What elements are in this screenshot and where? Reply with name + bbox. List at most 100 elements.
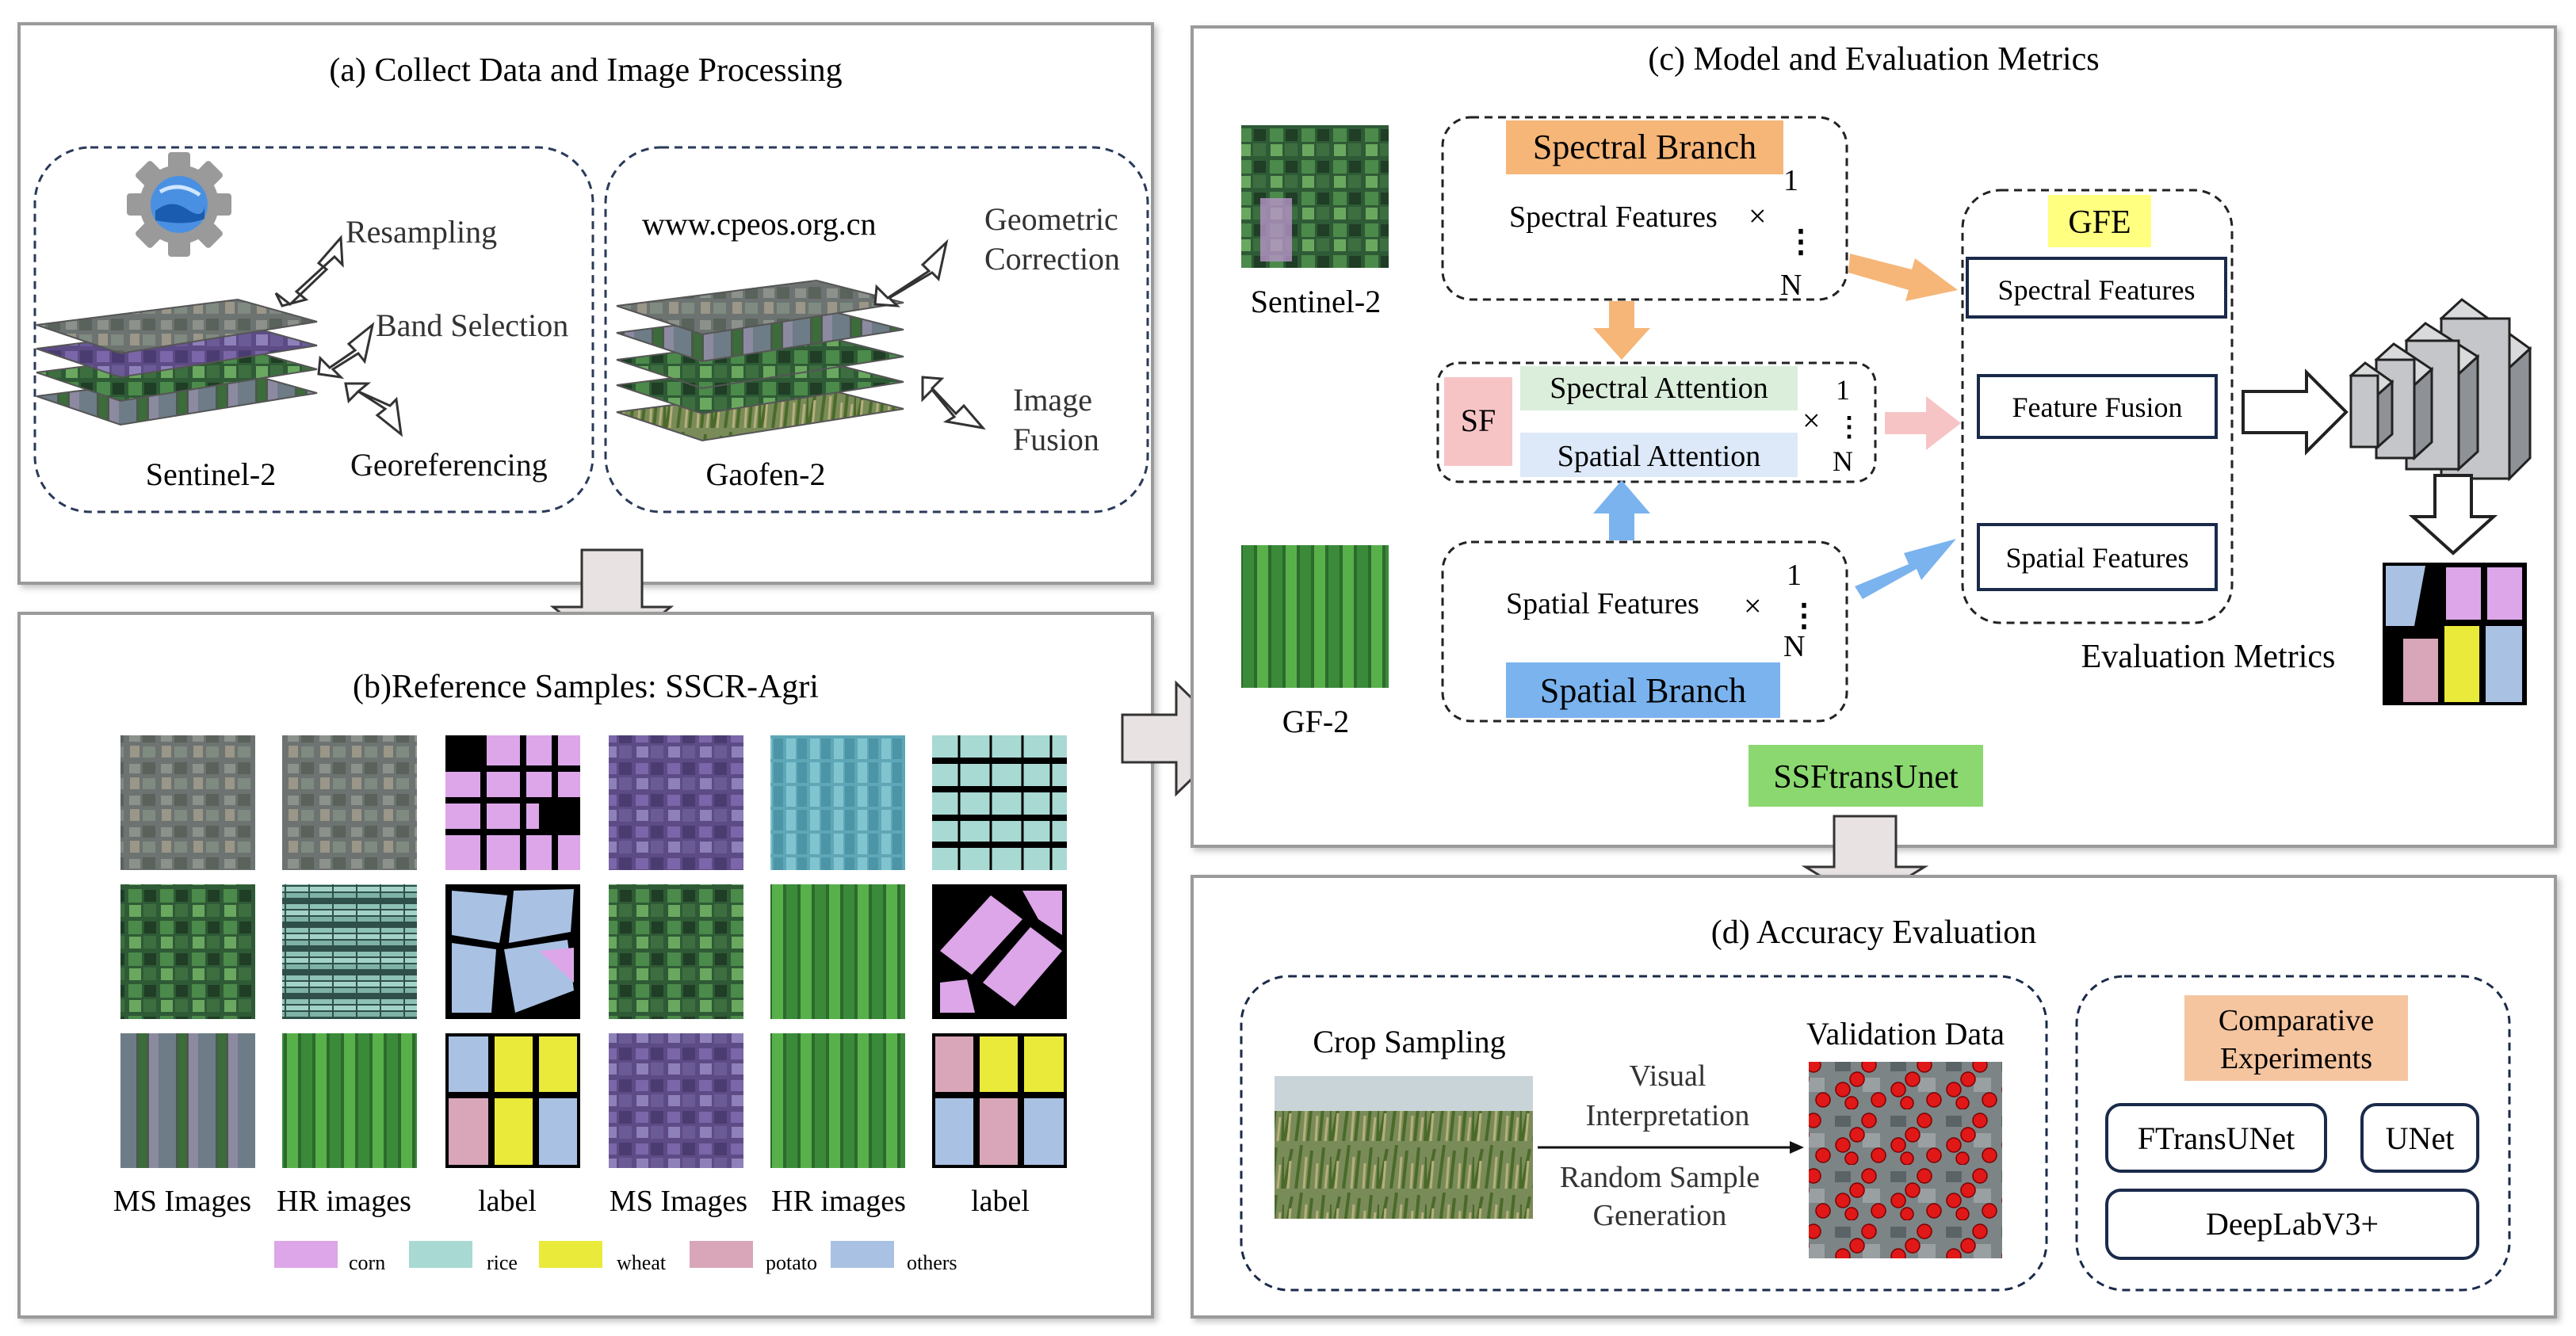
- georeferencing-step: Georeferencing: [350, 447, 548, 483]
- random-sample-line1: Random Sample: [1560, 1161, 1760, 1194]
- column-label-5: HR images: [771, 1185, 906, 1218]
- spectral-to-gfe-arrow-icon: [1848, 254, 1958, 301]
- earth-engine-icon: [127, 152, 231, 257]
- gfe-spatial-features-box: [1977, 523, 2218, 591]
- spectral-idx-n: N: [1780, 269, 1802, 302]
- sample-label-1: [445, 735, 580, 870]
- sample-hr-1: [282, 735, 417, 870]
- column-label-4: MS Images: [610, 1185, 747, 1218]
- gaofen2-group: [604, 146, 1149, 513]
- sentinel2-image-stack: [36, 298, 318, 426]
- sample-ms-4: [609, 884, 743, 1019]
- model-ftransunet: FTransUNet: [2138, 1120, 2295, 1156]
- gfe-feature-fusion: Feature Fusion: [2012, 391, 2183, 423]
- image-fusion-arrow-icon: [921, 376, 986, 430]
- spatial-to-gfe-arrow-icon: [1855, 539, 1956, 599]
- sample-hr-6: [770, 1033, 905, 1168]
- sf-idx-one: 1: [1836, 374, 1850, 406]
- spatial-features-label: Spatial Features: [1506, 587, 1699, 620]
- sample-ms-1: [120, 735, 255, 870]
- legend-swatch-others: [831, 1241, 894, 1268]
- spectral-attention-label: Spectral Attention: [1550, 372, 1768, 405]
- geometric-correction-line1: Geometric: [984, 201, 1118, 237]
- gfe-feature-fusion-box: [1977, 374, 2218, 439]
- sf-to-gfe-arrow-icon: [1885, 396, 1961, 450]
- model-ftransunet-box: [2105, 1103, 2327, 1173]
- spatial-attention-label: Spatial Attention: [1557, 440, 1760, 473]
- spectral-branch-group: [1441, 116, 1848, 301]
- gfe-label: GFE: [2068, 204, 2131, 241]
- spectral-idx-one: 1: [1783, 164, 1798, 197]
- sample-label-4: [932, 884, 1067, 1019]
- sample-ms-3: [120, 884, 255, 1019]
- comparative-line2: Experiments: [2220, 1042, 2372, 1075]
- spectral-down-arrow-icon: [1593, 301, 1650, 360]
- validation-map: [1809, 1062, 2002, 1258]
- sentinel2-thumbnail-field: [1260, 198, 1292, 261]
- spatial-attention-bg: [1520, 433, 1798, 477]
- spectral-attention-bg: [1520, 366, 1798, 410]
- sf-times: ×: [1802, 403, 1821, 438]
- sampling-group: [1240, 975, 2048, 1292]
- spectral-branch-label-bg: [1506, 120, 1783, 174]
- band-selection-arrow-icon: [317, 322, 375, 380]
- panel-b-title: (b)Reference Samples: SSCR-Agri: [353, 669, 819, 705]
- panel-c-title: (c) Model and Evaluation Metrics: [1648, 41, 2099, 78]
- sample-hr-4: [770, 884, 905, 1019]
- output-map: [2383, 563, 2527, 705]
- spectral-features-label: Spectral Features: [1509, 200, 1718, 234]
- legend-swatch-potato: [690, 1241, 753, 1268]
- sample-hr-2: [770, 735, 905, 870]
- spatial-dots: ⋮: [1788, 597, 1820, 633]
- panel-a-title: (a) Collect Data and Image Processing: [329, 52, 842, 89]
- gf2-thumb-caption: GF-2: [1282, 704, 1349, 739]
- sample-hr-5: [282, 1033, 417, 1168]
- sentinel2-caption: Sentinel-2: [146, 456, 276, 492]
- legend-others: others: [907, 1251, 957, 1274]
- spatial-branch-label: Spatial Branch: [1540, 671, 1746, 710]
- spatial-times: ×: [1744, 588, 1762, 624]
- sample-grid: [120, 735, 1067, 1168]
- model-unet-box: [2360, 1103, 2479, 1173]
- crop-sampling-label: Crop Sampling: [1313, 1024, 1505, 1059]
- resampling-arrow-icon: [274, 235, 344, 307]
- visual-interpretation-line2: Interpretation: [1586, 1099, 1750, 1132]
- network-to-output-arrow-icon: [2408, 474, 2498, 555]
- sentinel2-group: [33, 146, 594, 513]
- sample-hr-3: [282, 884, 417, 1019]
- spectral-times: ×: [1749, 198, 1767, 234]
- sentinel2-thumb-caption: Sentinel-2: [1251, 284, 1381, 319]
- legend-potato: potato: [766, 1251, 817, 1274]
- sf-dots: ⋮: [1836, 413, 1863, 442]
- sample-ms-2: [609, 735, 743, 870]
- gaofen2-image-stack: [616, 279, 904, 442]
- gfe-spatial-features: Spatial Features: [2006, 542, 2189, 574]
- panel-c: (c) Model and Evaluation Metrics Sentine…: [1191, 25, 2557, 848]
- sample-label-3: [445, 884, 580, 1019]
- sample-ms-6: [609, 1033, 743, 1168]
- legend-wheat: wheat: [617, 1251, 667, 1274]
- legend-rice: rice: [487, 1251, 518, 1274]
- sample-label-2: [932, 735, 1067, 870]
- panel-d-title: (d) Accuracy Evaluation: [1711, 914, 2036, 951]
- comparative-line1: Comparative: [2219, 1004, 2374, 1037]
- image-fusion-line2: Fusion: [1013, 422, 1099, 457]
- panel-c-frame: [1191, 25, 2557, 848]
- decoder-blocks-icon: [2349, 298, 2532, 482]
- gfe-group: [1961, 189, 2234, 624]
- gfe-spectral-features: Spectral Features: [1998, 274, 2196, 306]
- legend-corn: corn: [349, 1251, 385, 1274]
- resampling-step: Resampling: [346, 214, 497, 250]
- georeferencing-arrow-icon: [344, 382, 403, 437]
- legend-swatch-rice: [409, 1241, 472, 1268]
- legend-swatch-wheat: [539, 1241, 602, 1268]
- model-name: SSFtransUnet: [1773, 759, 1959, 796]
- gfe-to-network-arrow-icon: [2242, 368, 2349, 456]
- interpretation-arrow-icon: [1538, 1141, 1804, 1154]
- spatial-branch-label-bg: [1506, 662, 1780, 718]
- sf-label-bg: [1444, 377, 1512, 466]
- gaofen2-caption: Gaofen-2: [705, 456, 825, 492]
- gfe-label-bg: [2048, 195, 2151, 247]
- column-label-3: label: [478, 1185, 537, 1218]
- spatial-idx-one: 1: [1787, 559, 1802, 592]
